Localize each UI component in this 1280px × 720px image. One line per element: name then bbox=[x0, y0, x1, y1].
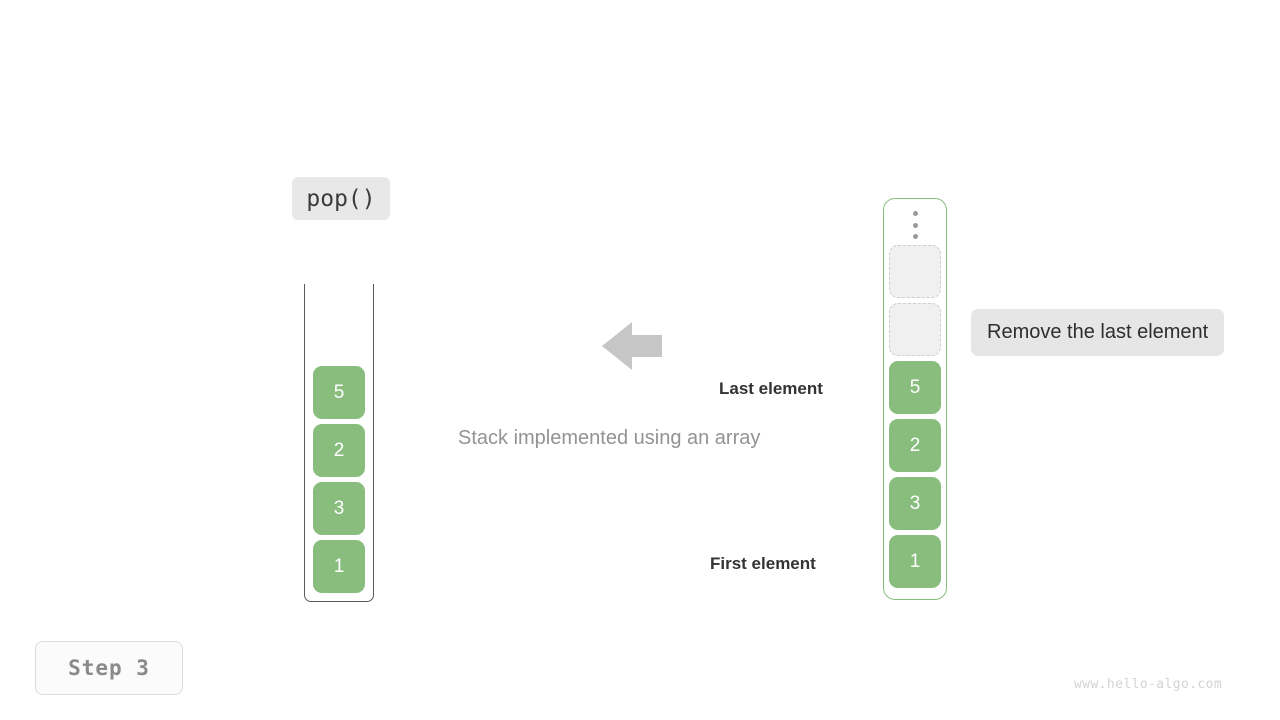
stack-cell: 3 bbox=[313, 482, 365, 535]
callout-remove-last-element: Remove the last element bbox=[971, 309, 1225, 356]
watermark: www.hello-algo.com bbox=[1074, 677, 1223, 692]
stack-cell: 5 bbox=[313, 366, 365, 419]
operation-chip: pop() bbox=[292, 177, 390, 220]
callout-text: Remove the last element bbox=[987, 321, 1209, 343]
vertical-ellipsis-icon bbox=[884, 211, 946, 239]
label-first-element: First element bbox=[710, 554, 816, 573]
ellipsis-dot bbox=[912, 234, 918, 239]
step-label: Step 3 bbox=[68, 656, 150, 680]
ellipsis-dot bbox=[912, 211, 918, 216]
label-last-element: Last element bbox=[719, 379, 823, 398]
operation-label: pop() bbox=[306, 185, 376, 212]
array-cell: 5 bbox=[889, 361, 941, 414]
stack-cell: 2 bbox=[313, 424, 365, 477]
left-arrow-icon bbox=[602, 320, 662, 372]
diagram-caption: Stack implemented using an array bbox=[458, 427, 761, 449]
ellipsis-dot bbox=[912, 222, 918, 228]
stack-container-outline bbox=[304, 284, 374, 602]
stack-cell: 1 bbox=[313, 540, 365, 593]
array-cell: 3 bbox=[889, 477, 941, 530]
array-cell: 1 bbox=[889, 535, 941, 588]
array-empty-slot bbox=[889, 245, 941, 298]
array-empty-slot bbox=[889, 303, 941, 356]
array-cell: 2 bbox=[889, 419, 941, 472]
step-badge: Step 3 bbox=[35, 641, 183, 695]
